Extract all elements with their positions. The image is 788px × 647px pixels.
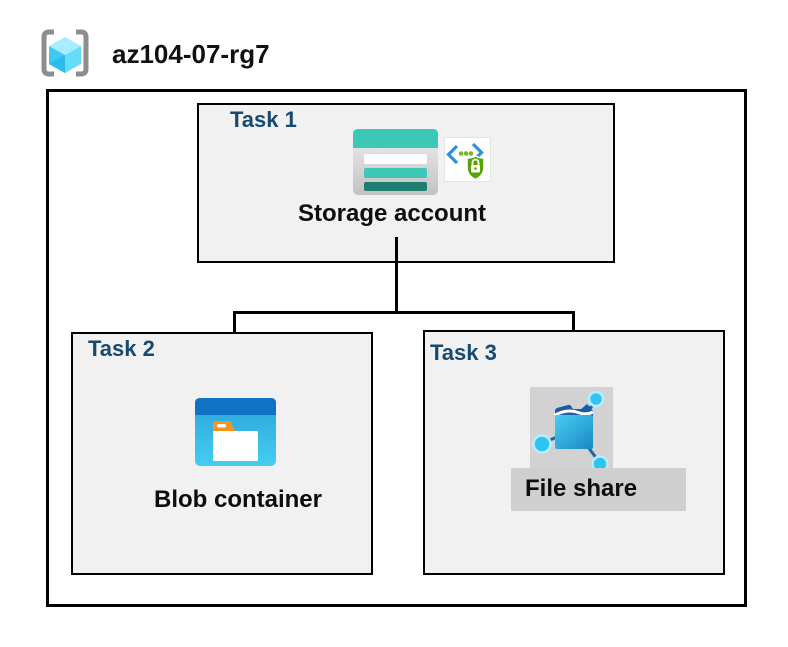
storage-account-icon (353, 129, 438, 195)
task-3-label: Task 3 (430, 340, 497, 365)
file-share-icon (532, 390, 609, 473)
resource-group-icon (41, 29, 89, 77)
file-share-label-bg: File share (511, 468, 686, 511)
task-2-label: Task 2 (88, 336, 155, 361)
connector-storage-to-branch (395, 237, 398, 314)
connector-branch-horizontal (233, 311, 575, 314)
task-1-label: Task 1 (230, 107, 297, 132)
blob-container-icon (195, 398, 276, 466)
storage-account-label: Storage account (297, 200, 487, 227)
blob-container-label: Blob container (153, 486, 322, 513)
file-share-label: File share (525, 475, 638, 503)
code-security-icon (444, 137, 491, 182)
resource-group-title: az104-07-rg7 (112, 39, 270, 69)
